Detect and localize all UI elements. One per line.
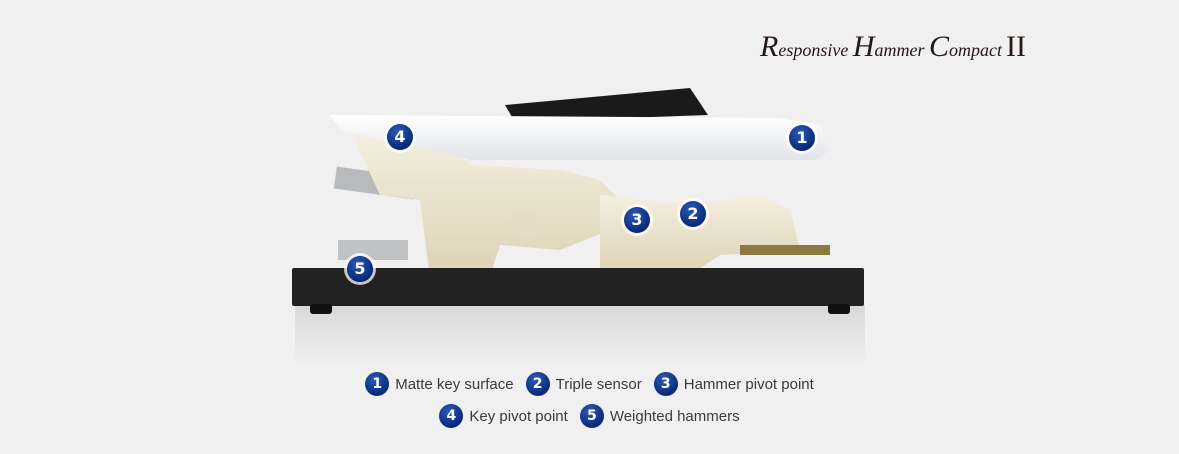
base-plate [292,268,864,306]
title-part: ompact [949,40,1002,60]
title-part: ammer [874,40,929,60]
title-part: II [1006,30,1026,63]
legend-row-1: 1 Matte key surface 2 Triple sensor 3 Hamme… [0,372,1179,396]
foot [310,304,332,314]
callout-marker-5: 5 [347,256,373,282]
legend-item: 4 Key pivot point [439,404,568,428]
legend-label: Weighted hammers [609,407,740,425]
legend-item: 3 Hammer pivot point [653,372,814,396]
callout-marker-3: 3 [624,207,650,233]
title-part: C [928,30,949,63]
callout-marker-1: 1 [789,125,815,151]
hole [511,211,539,239]
legend-number: 5 [579,404,604,428]
legend-number: 2 [525,372,550,396]
legend-label: Triple sensor [555,375,642,393]
legend-label: Hammer pivot point [683,375,814,393]
legend-row-2: 4 Key pivot point 5 Weighted hammers [0,404,1179,428]
legend-number: 3 [653,372,678,396]
metal-weight [338,240,408,260]
black-key [505,88,708,122]
title-part: R [760,30,779,63]
legend-label: Matte key surface [395,375,514,393]
callout-marker-4: 4 [387,124,413,150]
legend-item: 2 Triple sensor [525,372,642,396]
reflection [295,305,865,365]
foot [828,304,850,314]
legend-item: 5 Weighted hammers [579,404,740,428]
white-key [330,115,830,160]
legend-number: 4 [439,404,464,428]
legend-item: 1 Matte key surface [365,372,514,396]
title-part: esponsive [778,40,853,60]
callout-marker-2: 2 [680,201,706,227]
sensor-board [740,245,830,255]
hammer-body [350,130,620,278]
title-part: H [852,30,875,63]
hammer-frame [600,195,800,275]
legend-number: 1 [365,372,390,396]
legend-label: Key pivot point [469,407,568,425]
